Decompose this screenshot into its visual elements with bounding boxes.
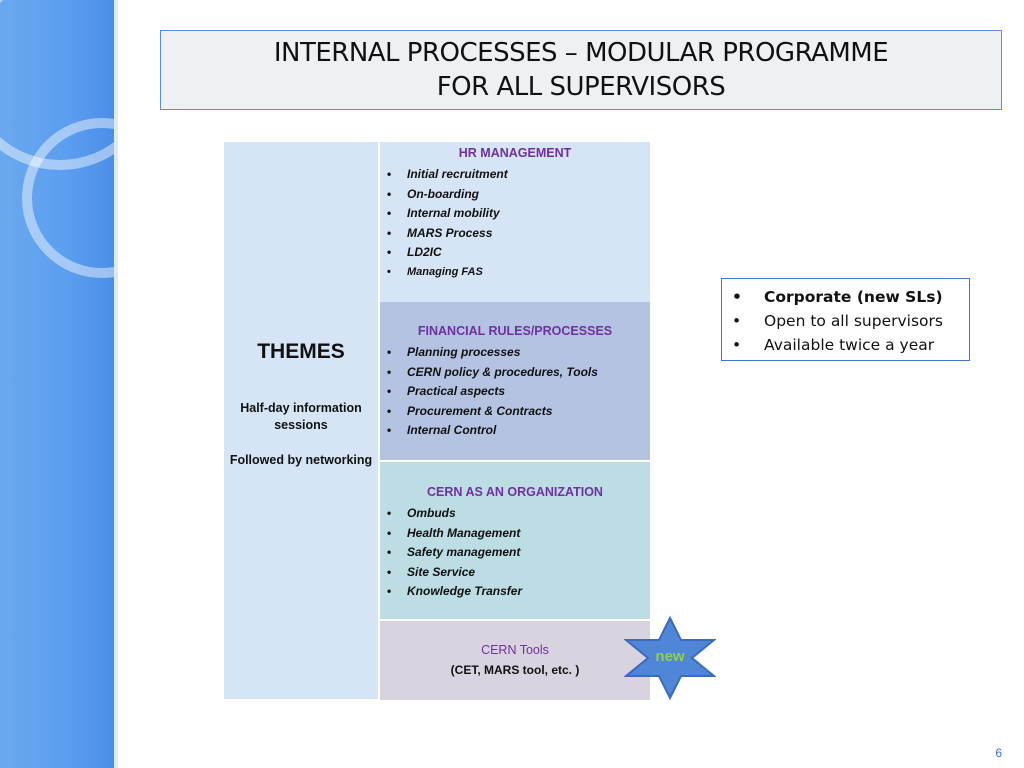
- panel-cern-tools: CERN Tools (CET, MARS tool, etc. ): [380, 621, 650, 700]
- panel-hr-management: HR MANAGEMENT Initial recruitment On-boa…: [380, 142, 650, 302]
- info-item: Corporate (new SLs): [732, 285, 969, 309]
- side-band-edge: [114, 0, 118, 768]
- slide-title: INTERNAL PROCESSES – MODULAR PROGRAMME F…: [160, 30, 1002, 110]
- list-item: LD2IC: [387, 243, 650, 263]
- info-box: Corporate (new SLs) Open to all supervis…: [721, 278, 970, 361]
- slide-title-line-2: FOR ALL SUPERVISORS: [436, 72, 726, 102]
- new-badge-label: new: [655, 648, 685, 665]
- panel-financial-rules: FINANCIAL RULES/PROCESSES Planning proce…: [380, 302, 650, 460]
- list-item: Health Management: [387, 524, 650, 544]
- themes-subtitle-sessions: Half-day information sessions: [240, 401, 362, 432]
- list-item: On-boarding: [387, 185, 650, 205]
- themes-column: THEMES Half-day information sessions Fol…: [224, 142, 380, 699]
- list-item: MARS Process: [387, 224, 650, 244]
- list-item: Managing FAS: [387, 263, 650, 283]
- list-item: Internal mobility: [387, 204, 650, 224]
- panel-subtitle: (CET, MARS tool, etc. ): [450, 663, 580, 677]
- list-item: Procurement & Contracts: [387, 402, 650, 422]
- info-item: Open to all supervisors: [732, 309, 969, 333]
- slide-title-line-1: INTERNAL PROCESSES – MODULAR PROGRAMME: [273, 38, 889, 68]
- list-item: Practical aspects: [387, 382, 650, 402]
- page-number: 6: [995, 746, 1002, 760]
- panel-list: Ombuds Health Management Safety manageme…: [380, 504, 650, 602]
- list-item: CERN policy & procedures, Tools: [387, 363, 650, 383]
- panel-heading: CERN AS AN ORGANIZATION: [427, 485, 603, 499]
- decorative-side-band: [0, 0, 114, 768]
- list-item: Site Service: [387, 563, 650, 583]
- info-item: Available twice a year: [732, 333, 969, 357]
- panel-list: Planning processes CERN policy & procedu…: [380, 343, 650, 441]
- themes-heading: THEMES: [257, 340, 345, 363]
- new-star-icon: [624, 616, 716, 700]
- list-item: Safety management: [387, 543, 650, 563]
- list-item: Internal Control: [387, 421, 650, 441]
- panel-heading: FINANCIAL RULES/PROCESSES: [417, 324, 613, 338]
- panel-heading: CERN Tools: [481, 643, 549, 657]
- list-item: Knowledge Transfer: [387, 582, 650, 602]
- panel-heading: HR MANAGEMENT: [458, 146, 572, 160]
- list-item: Planning processes: [387, 343, 650, 363]
- panel-list: Initial recruitment On-boarding Internal…: [380, 165, 650, 283]
- panel-cern-organization: CERN AS AN ORGANIZATION Ombuds Health Ma…: [380, 462, 650, 619]
- list-item: Ombuds: [387, 504, 650, 524]
- themes-subtitle-networking: Followed by networking: [229, 453, 373, 467]
- list-item: Initial recruitment: [387, 165, 650, 185]
